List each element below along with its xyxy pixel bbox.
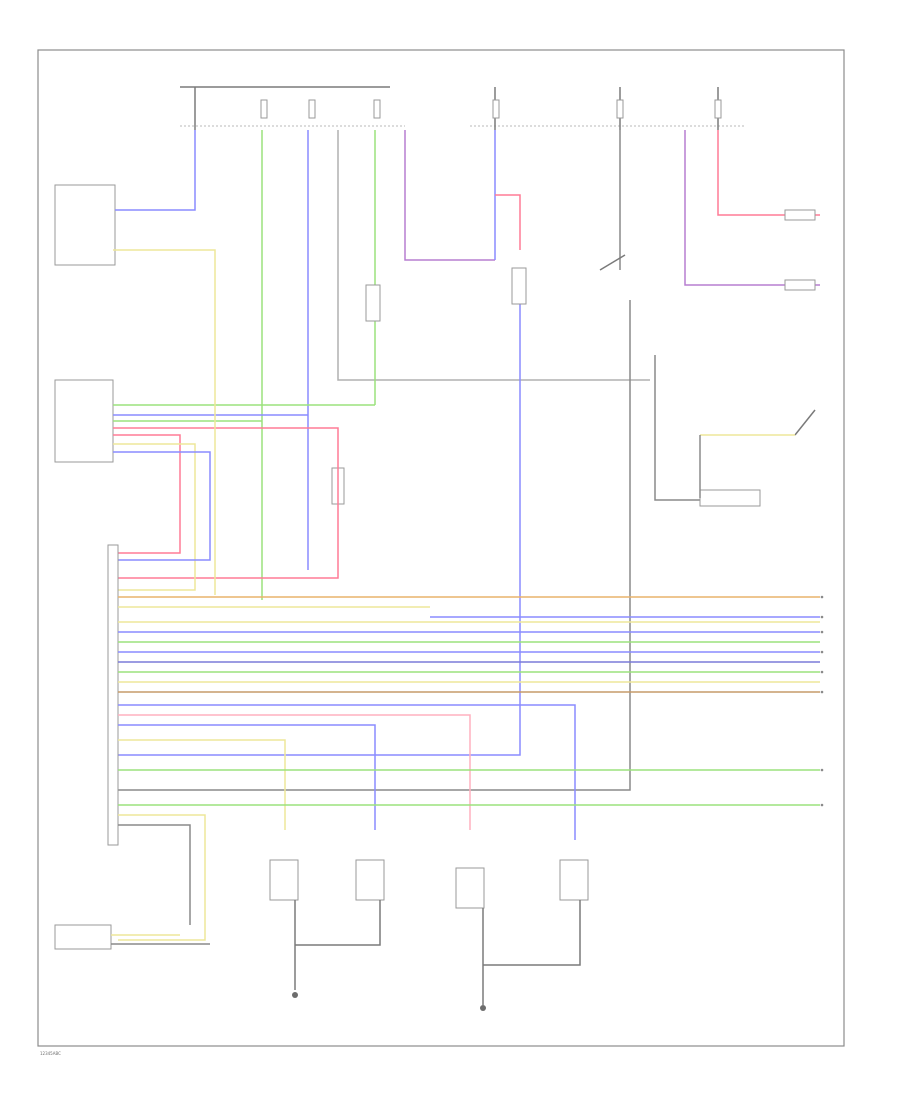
footer-code: 12345ABC xyxy=(40,1051,61,1056)
vertical-wires xyxy=(113,130,820,791)
lower-switch-group xyxy=(269,859,589,1005)
module-output-wires xyxy=(113,249,375,595)
connector-icon xyxy=(699,209,816,507)
brake-switch-module xyxy=(54,184,116,266)
inline-relay-1 xyxy=(365,284,381,322)
inline-relay-2 xyxy=(511,267,527,305)
right-terminal-markers xyxy=(820,595,824,807)
main-connector xyxy=(107,544,119,846)
horizontal-harness xyxy=(118,596,820,941)
lower-left-connector xyxy=(54,924,112,950)
switch-icon xyxy=(271,254,816,889)
fuse-icon xyxy=(260,99,722,119)
ground-icon xyxy=(292,992,486,1011)
control-module xyxy=(54,379,114,463)
diagram-frame xyxy=(37,49,845,1047)
